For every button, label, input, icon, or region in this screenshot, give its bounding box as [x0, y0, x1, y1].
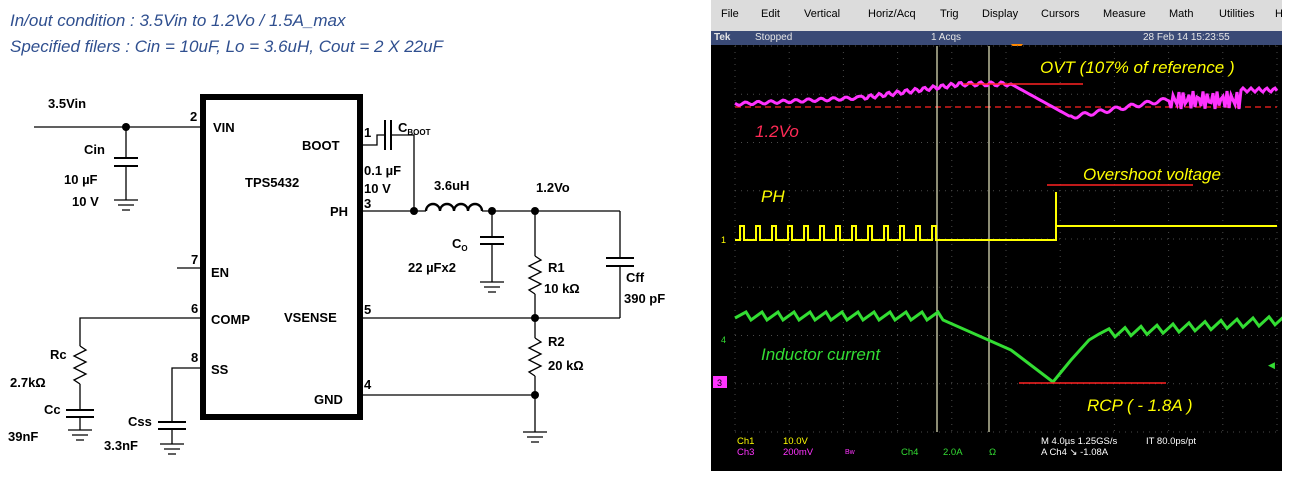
ch3-marker-box — [713, 376, 727, 388]
cboot-voltage: 10 V — [364, 181, 391, 196]
r1-value: 10 kΩ — [544, 281, 580, 296]
cboot-value: 0.1 µF — [364, 163, 401, 178]
rc-value: 2.7kΩ — [10, 375, 46, 390]
cboot-name: CBOOT — [398, 120, 431, 137]
menu-help[interactable]: H — [1275, 8, 1282, 20]
ch1-scale: 10.0V — [783, 436, 808, 447]
co-name-sub: O — [461, 244, 467, 253]
run-state: Stopped — [755, 32, 793, 43]
timebase-readout: M 4.0µs 1.25GS/s — [1041, 436, 1118, 447]
cff-name: Cff — [626, 270, 645, 285]
record-readout: IT 80.0ps/pt — [1146, 436, 1196, 447]
cc-value: 39nF — [8, 429, 38, 444]
acq-count: 1 Acqs — [931, 32, 962, 43]
pin-ph-number: 3 — [364, 196, 371, 211]
waveform-display: OVT (107% of reference ) 1.2Vo PH Oversh… — [713, 45, 1282, 433]
ch4-scale: 2.0A — [943, 447, 963, 458]
ic-body — [200, 94, 363, 420]
trigger-level-arrow: ◀ — [1268, 360, 1275, 370]
trigger-readout: A Ch4 ↘ -1.08A — [1041, 447, 1109, 458]
oscilloscope-screen: File Edit Vertical Horiz/Acq Trig Displa… — [711, 0, 1282, 471]
schematic-diagram: VIN 2 BOOT 1 TPS5432 PH 3 EN 7 COMP 6 VS… — [8, 94, 665, 455]
css-name: Css — [128, 414, 152, 429]
ch3-marker: 3 — [717, 378, 722, 388]
overshoot-annotation: Overshoot voltage — [1083, 165, 1221, 184]
ch1-label: Ch1 — [737, 436, 755, 447]
ch4-label: Ch4 — [901, 447, 919, 458]
date-time: 28 Feb 14 15:23:55 — [1143, 32, 1230, 43]
ch3-label: Ch3 — [737, 447, 755, 458]
menu-vertical[interactable]: Vertical — [804, 8, 841, 20]
condition-line-1: In/out condition : 3.5Vin to 1.2Vo / 1.5… — [10, 11, 346, 30]
rc-name: Rc — [50, 347, 67, 362]
pin-boot-label: BOOT — [302, 138, 340, 153]
scope-readout-panel: Ch1 10.0V Ch3 200mV Bw Ch4 2.0A Ω M 4.0µ… — [711, 434, 1282, 471]
menu-math[interactable]: Math — [1169, 8, 1194, 20]
css-value: 3.3nF — [104, 438, 138, 453]
pin-ph-label: PH — [330, 204, 348, 219]
cboot-name-c: C — [398, 120, 408, 135]
menu-file[interactable]: File — [721, 8, 739, 20]
inductor-label: 3.6uH — [434, 178, 469, 193]
menu-horiz-acq[interactable]: Horiz/Acq — [868, 8, 916, 20]
ch3-scale: 200mV — [783, 447, 814, 458]
pin-vin-label: VIN — [213, 120, 235, 135]
pin-gnd-number: 4 — [364, 377, 372, 392]
r2-value: 20 kΩ — [548, 358, 584, 373]
menu-measure[interactable]: Measure — [1103, 8, 1146, 20]
ch4-ohm: Ω — [989, 447, 997, 458]
condition-line-2: Specified filers : Cin = 10uF, Lo = 3.6u… — [10, 37, 443, 56]
brand-label: Tek — [714, 32, 731, 43]
scope-menu-bar: File Edit Vertical Horiz/Acq Trig Displa… — [711, 0, 1282, 32]
r1-name: R1 — [548, 260, 565, 275]
pin-boot-number: 1 — [364, 125, 371, 140]
pin-vsense-label: VSENSE — [284, 310, 337, 325]
pin-vsense-number: 5 — [364, 302, 371, 317]
pin-en-label: EN — [211, 265, 229, 280]
co-value: 22 µFx2 — [408, 260, 456, 275]
ch1-ph-trace — [735, 192, 1277, 241]
vin-label: 3.5Vin — [48, 96, 86, 111]
co-name: CO — [452, 236, 468, 253]
cin-value: 10 µF — [64, 172, 98, 187]
ph-annotation: PH — [761, 187, 785, 206]
scope-status-bar: Tek Stopped 1 Acqs 28 Feb 14 15:23:55 — [711, 31, 1282, 45]
menu-cursors[interactable]: Cursors — [1041, 8, 1080, 20]
pin-ss-number: 8 — [191, 350, 198, 365]
vo-annotation: 1.2Vo — [755, 122, 799, 141]
bandwidth-badge: Bw — [845, 449, 855, 456]
pin-comp-label: COMP — [211, 312, 250, 327]
ch4-inductor-current-trace — [734, 309, 1282, 385]
cff-value: 390 pF — [624, 291, 665, 306]
menu-utilities[interactable]: Utilities — [1219, 8, 1255, 20]
ch1-marker: 1 — [721, 235, 726, 245]
pin-gnd-label: GND — [314, 392, 343, 407]
pin-vin-number: 2 — [190, 109, 197, 124]
pin-comp-number: 6 — [191, 301, 198, 316]
cin-name: Cin — [84, 142, 105, 157]
cboot-name-sub: BOOT — [407, 128, 430, 137]
rcp-annotation: RCP ( - 1.8A ) — [1087, 396, 1192, 415]
co-name-c: C — [452, 236, 462, 251]
menu-display[interactable]: Display — [982, 8, 1019, 20]
cin-voltage: 10 V — [72, 194, 99, 209]
menu-trig[interactable]: Trig — [940, 8, 959, 20]
ch3-output-voltage-trace — [734, 80, 1279, 120]
cc-name: Cc — [44, 402, 61, 417]
ch4-marker: 4 — [721, 335, 726, 345]
r2-name: R2 — [548, 334, 565, 349]
pin-ss-label: SS — [211, 362, 229, 377]
inductor-annotation: Inductor current — [761, 345, 881, 364]
pin-en-number: 7 — [191, 252, 198, 267]
vout-label: 1.2Vo — [536, 180, 570, 195]
ovt-annotation: OVT (107% of reference ) — [1040, 58, 1235, 77]
menu-edit[interactable]: Edit — [761, 8, 780, 20]
ic-name: TPS5432 — [245, 175, 299, 190]
